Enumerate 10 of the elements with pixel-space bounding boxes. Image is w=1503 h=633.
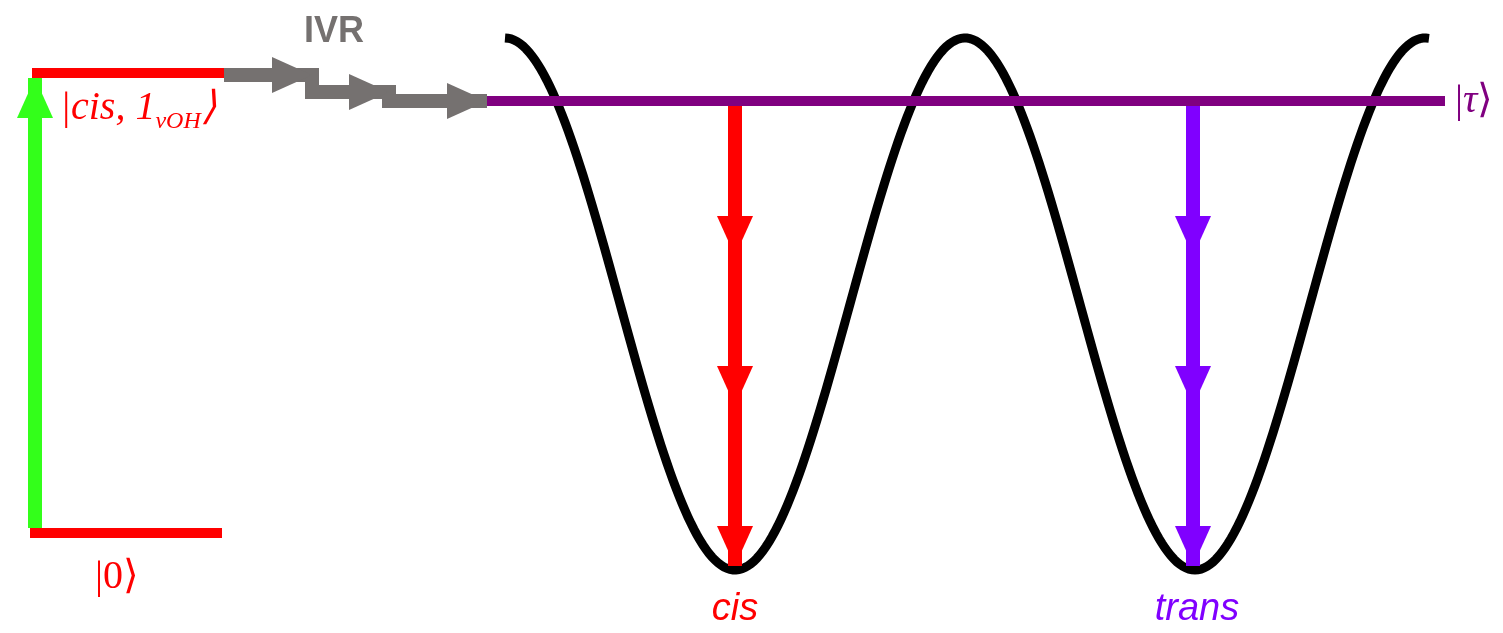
- isomer-label: trans: [1154, 588, 1240, 626]
- state-label: |cis, 1$_{vOH}$⟩: [60, 86, 217, 132]
- arrow: [717, 106, 753, 566]
- state-label: |τ⟩: [1455, 79, 1494, 119]
- arrow: [224, 57, 487, 119]
- arrow: [1175, 106, 1211, 566]
- arrow: [17, 78, 53, 528]
- process-label: IVR: [304, 12, 364, 48]
- isomer-label: cis: [711, 588, 759, 626]
- state-label: |0⟩: [95, 555, 139, 595]
